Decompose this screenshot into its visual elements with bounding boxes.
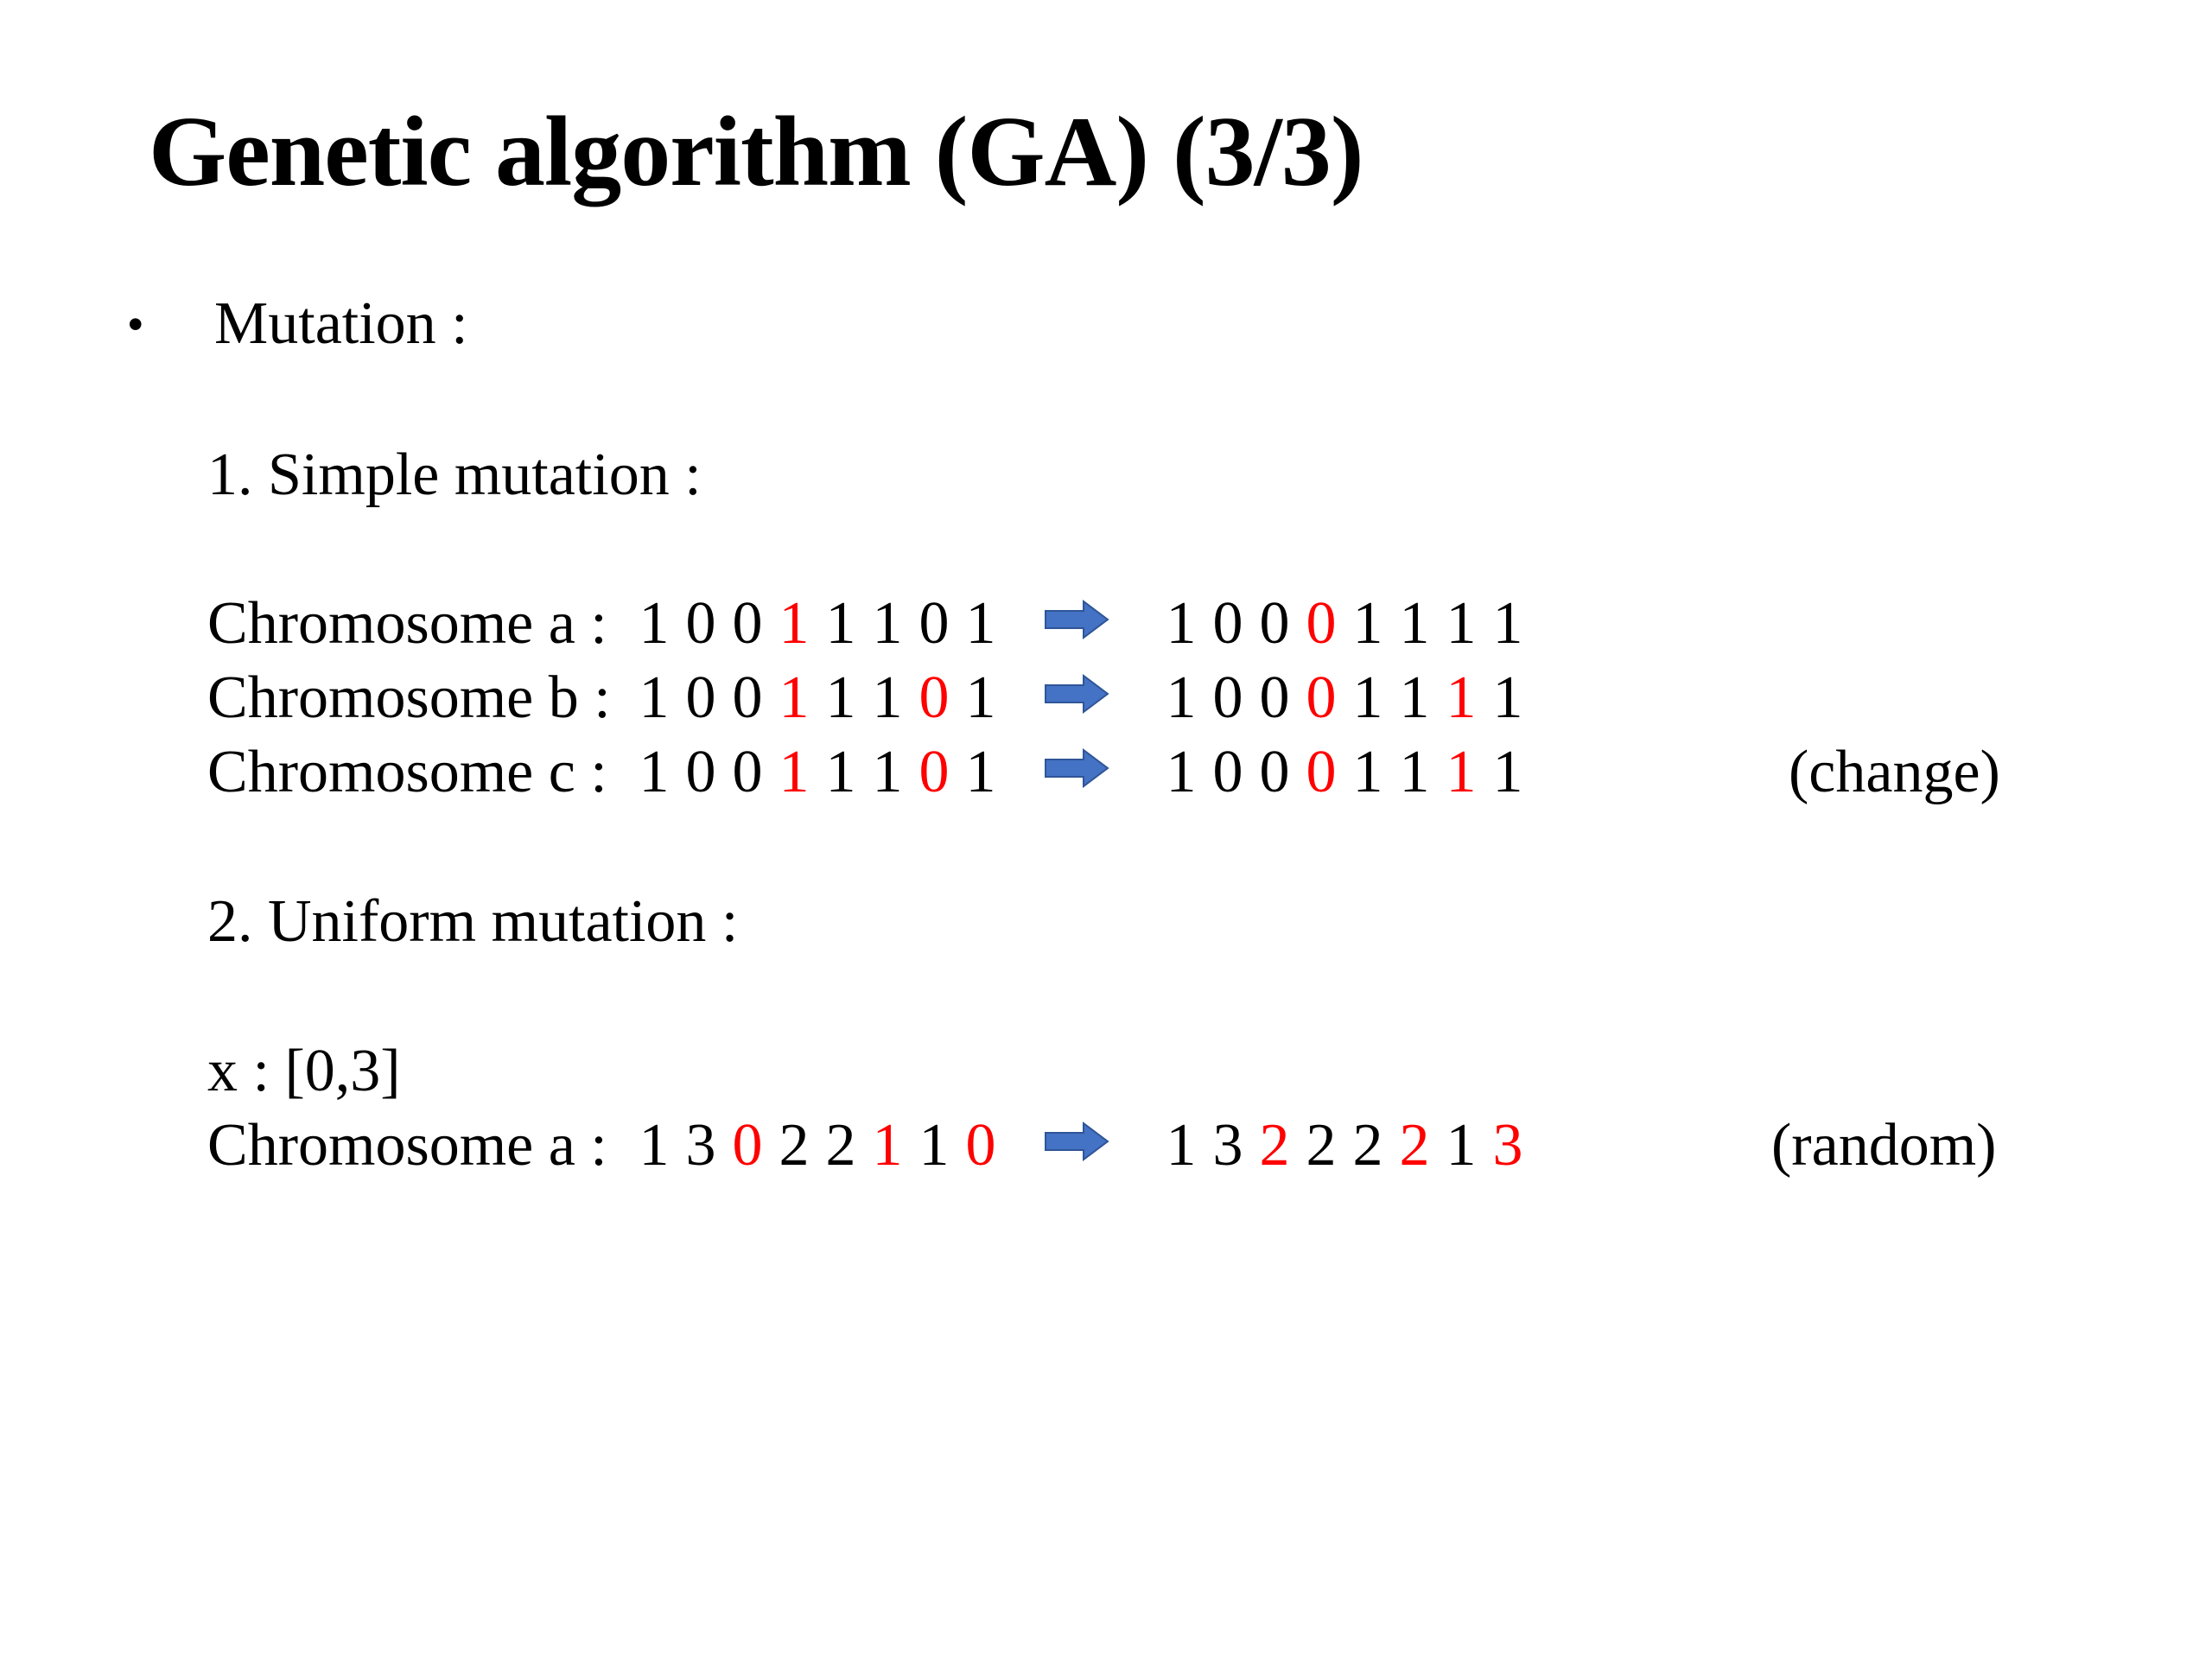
gene: 1 [639,1112,670,1179]
bullet-dot-icon: • [128,300,143,348]
gene-mutated: 1 [779,590,810,657]
chromosome-label: Chromosome a : [207,590,607,657]
gene: 3 [685,1112,716,1179]
gene-mutated: 1 [779,664,810,731]
gene: 1 [1166,1112,1197,1179]
gene: 1 [872,664,903,731]
gene-mutated: 0 [1306,590,1337,657]
gene: 0 [732,590,763,657]
gene: 1 [918,1112,950,1179]
gene: 3 [1212,1112,1243,1179]
gene: 1 [1399,664,1430,731]
gene: 0 [685,739,716,805]
gene: 1 [1166,590,1197,657]
gene: 1 [965,739,996,805]
gene: 0 [1212,590,1243,657]
chromosome-label: Chromosome a : [207,1112,607,1179]
gene: 1 [965,590,996,657]
gene: 1 [1352,590,1383,657]
gene: 0 [685,590,716,657]
gene: 2 [1306,1112,1337,1179]
gene: 2 [779,1112,810,1179]
gene: 0 [1212,664,1243,731]
gene: 1 [1492,590,1523,657]
gene: 1 [1446,1112,1477,1179]
section-heading-uniform: 2. Uniform mutation : [207,888,739,955]
gene-mutated: 1 [1446,664,1477,731]
gene: 0 [685,664,716,731]
gene: 0 [1259,590,1290,657]
gene: 0 [1212,739,1243,805]
mutation-note: (random) [1771,1112,1997,1179]
gene: 1 [1492,739,1523,805]
gene-mutated: 1 [1446,739,1477,805]
gene-mutated: 2 [1259,1112,1290,1179]
gene: 1 [825,590,856,657]
gene: 1 [639,590,670,657]
gene: 1 [1352,739,1383,805]
gene-mutated: 0 [1306,664,1337,731]
gene-mutated: 1 [779,739,810,805]
gene: 0 [1259,739,1290,805]
gene: 1 [825,739,856,805]
gene: 1 [1399,739,1430,805]
gene: 1 [872,590,903,657]
bullet-text: Mutation : [214,290,468,357]
gene: 2 [1352,1112,1383,1179]
gene-mutated: 2 [1399,1112,1430,1179]
mutation-note: (change) [1789,739,2000,805]
gene: 1 [1166,739,1197,805]
gene: 0 [1259,664,1290,731]
gene: 1 [639,664,670,731]
gene: 1 [825,664,856,731]
gene: 1 [1352,664,1383,731]
right-arrow-icon [1045,600,1109,639]
gene: 1 [1399,590,1430,657]
chromosome-label: Chromosome b : [207,664,611,731]
range-definition: x : [0,3] [207,1038,401,1104]
right-arrow-icon [1045,1122,1109,1161]
gene-mutated: 0 [732,1112,763,1179]
section-heading-simple: 1. Simple mutation : [207,442,702,508]
chromosome-label: Chromosome c : [207,739,607,805]
right-arrow-icon [1045,674,1109,714]
gene-mutated: 0 [1306,739,1337,805]
gene-mutated: 3 [1492,1112,1523,1179]
gene: 1 [872,739,903,805]
gene: 1 [1446,590,1477,657]
gene: 0 [918,590,950,657]
gene: 0 [732,664,763,731]
gene-mutated: 0 [965,1112,996,1179]
gene: 1 [639,739,670,805]
gene: 1 [1166,664,1197,731]
gene: 1 [965,664,996,731]
gene: 0 [732,739,763,805]
gene-mutated: 1 [872,1112,903,1179]
gene-mutated: 0 [918,739,950,805]
slide-title: Genetic algorithm (GA) (3/3) [149,97,1364,207]
right-arrow-icon [1045,748,1109,788]
gene: 1 [1492,664,1523,731]
gene-mutated: 0 [918,664,950,731]
gene: 2 [825,1112,856,1179]
